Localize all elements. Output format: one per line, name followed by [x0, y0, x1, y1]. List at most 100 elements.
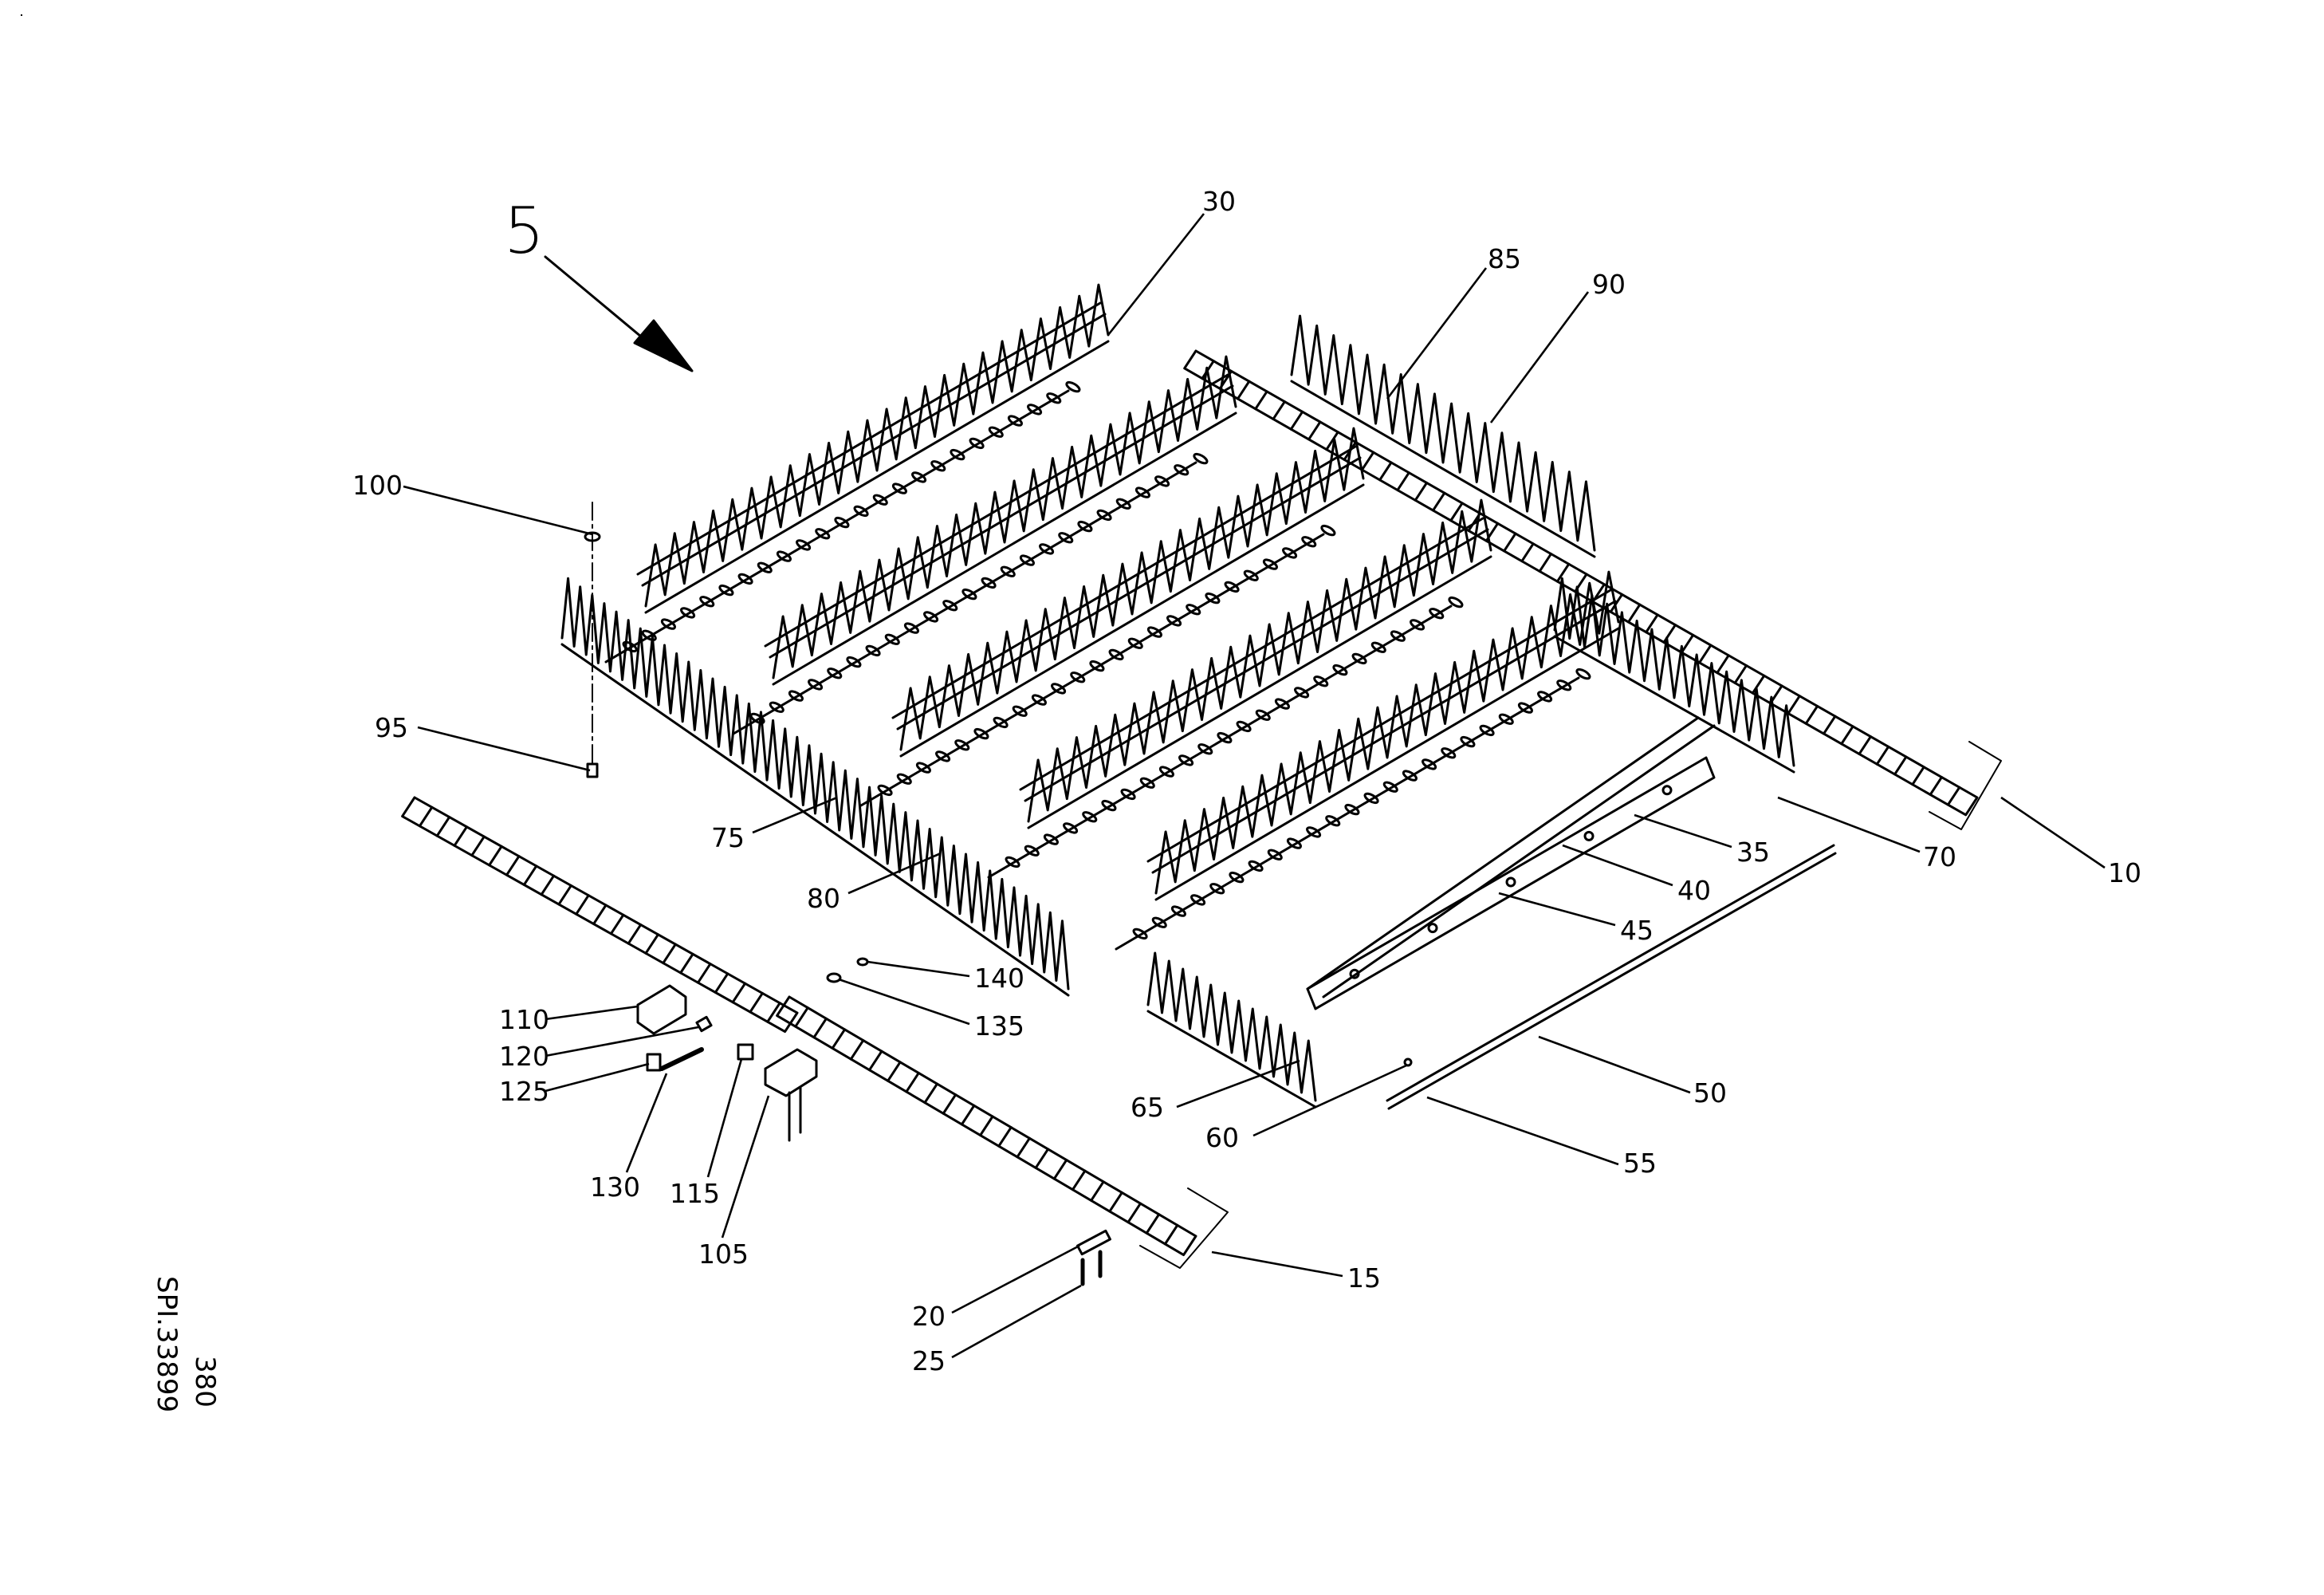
rack-4-slot	[1294, 687, 1310, 699]
rack-5-tines-rail	[1154, 627, 1620, 901]
back-ladder-slot	[1893, 755, 1908, 776]
rack-2-slot	[1058, 532, 1074, 544]
front-ladder-2-slot	[1016, 1136, 1031, 1159]
callout-115: 115	[670, 1178, 720, 1209]
back-ladder-slot	[1343, 441, 1357, 461]
rack-1-slot	[1046, 392, 1062, 404]
back-ladder-slot	[1733, 664, 1748, 684]
rack-2-tines	[772, 355, 1237, 679]
leader-50	[1538, 1035, 1691, 1094]
part-120	[695, 1015, 713, 1033]
back-ladder-slot	[1627, 603, 1642, 624]
rack-1-slot	[930, 460, 946, 472]
callout-135: 135	[974, 1010, 1024, 1042]
rack-1-tines-rail	[644, 340, 1110, 614]
screw-100	[584, 531, 601, 542]
brace-10	[1929, 741, 2002, 830]
callout-30: 30	[1202, 186, 1236, 217]
front-ladder-2-slot	[979, 1115, 994, 1137]
back-ladder-slot	[1520, 542, 1535, 563]
rack-5-slot	[1286, 837, 1302, 849]
front-ladder-1-slot	[697, 963, 712, 984]
rack-2-slot	[827, 668, 843, 679]
callout-100: 100	[352, 470, 403, 501]
rack-3-slot	[935, 750, 951, 762]
rack-3-slot	[1320, 524, 1336, 537]
back-ladder-slot	[1237, 380, 1251, 400]
rack-5-slot	[1498, 713, 1514, 725]
callout-105: 105	[698, 1239, 749, 1270]
back-ladder-slot	[1555, 562, 1571, 583]
rack-5-slot	[1402, 770, 1418, 782]
rack-4-tines-rail	[1027, 555, 1492, 829]
rack-2-slot	[903, 622, 919, 634]
rack-1-slot	[757, 561, 773, 573]
rack-5-slot	[1422, 758, 1437, 770]
back-ladder-slot	[1467, 512, 1481, 532]
callout-15: 15	[1347, 1262, 1381, 1294]
rack-2-top	[764, 373, 1229, 648]
rack-5-slot	[1229, 871, 1245, 884]
rack-3-slot	[915, 762, 931, 774]
rack-5-slot	[1151, 916, 1167, 928]
rack-5-slot	[1209, 883, 1225, 895]
back-ladder-slot	[1840, 725, 1854, 746]
rack-2-slot	[865, 644, 881, 657]
rack-5-slot	[1441, 747, 1457, 759]
part-115	[737, 1043, 754, 1061]
front-ladder-2-slot	[812, 1017, 828, 1039]
back-ladder-slot	[1929, 776, 1943, 796]
rack-1-top	[636, 301, 1102, 576]
back-ladder-slot	[1449, 502, 1464, 522]
view-arrow-head	[633, 319, 694, 372]
leader-90	[1489, 291, 1590, 423]
front-ladder-1-slot	[731, 982, 747, 1004]
rack-5-slot	[1325, 815, 1341, 827]
rack-4-slot	[1351, 652, 1367, 665]
back-ladder-slot	[1254, 390, 1268, 411]
rack-3-slot	[1186, 604, 1201, 616]
leader-85	[1386, 267, 1488, 400]
front-ladder-2-slot	[1072, 1169, 1087, 1191]
rack-3-slot	[1127, 637, 1143, 649]
leader-20	[951, 1244, 1080, 1314]
back-comb	[1290, 314, 1596, 552]
brace-15	[1139, 1187, 1229, 1269]
callout-10: 10	[2108, 857, 2141, 888]
drawing-number: SPI.33899	[151, 1276, 183, 1413]
rack-1-slot	[815, 528, 831, 540]
rack-5-slot	[1132, 927, 1148, 940]
rack-4-slot	[1120, 788, 1136, 801]
rack-5-slot	[1248, 860, 1264, 872]
front-ladder-1-slot	[644, 933, 659, 955]
back-ladder-slot	[1591, 583, 1606, 604]
rack-4-slot	[1197, 743, 1213, 755]
rack-2-slot	[1019, 554, 1035, 566]
front-comb-end	[1146, 951, 1317, 1102]
callout-45: 45	[1620, 915, 1654, 946]
rack-5-slot	[1363, 792, 1379, 805]
leader-95	[417, 726, 591, 772]
front-ladder-1-slot	[609, 913, 625, 935]
rack-1-slot	[718, 584, 734, 597]
rack-1-slot	[872, 494, 888, 506]
rack-2-slot	[942, 600, 958, 612]
back-ladder-slot	[1414, 481, 1429, 502]
rack-2-slot	[1154, 475, 1170, 487]
back-ladder-slot	[1484, 522, 1500, 542]
front-ladder-2-slot	[1108, 1191, 1123, 1213]
callout-130: 130	[590, 1172, 640, 1203]
rack-1-slot	[796, 539, 812, 551]
back-ladder-slot	[1201, 360, 1215, 380]
front-ladder-2-slot	[960, 1104, 976, 1126]
rack-5-slot	[1556, 679, 1572, 691]
leader-130	[625, 1073, 668, 1173]
rack-2-slot	[923, 611, 939, 623]
rack-1-slot	[891, 482, 907, 494]
front-ladder-2-slot	[923, 1082, 938, 1105]
bracket-hole	[1505, 876, 1516, 888]
leader-110	[545, 1005, 639, 1021]
leader-135	[838, 978, 970, 1026]
rack-4-slot	[1101, 799, 1117, 812]
front-comb-end-rail	[1146, 1010, 1317, 1109]
